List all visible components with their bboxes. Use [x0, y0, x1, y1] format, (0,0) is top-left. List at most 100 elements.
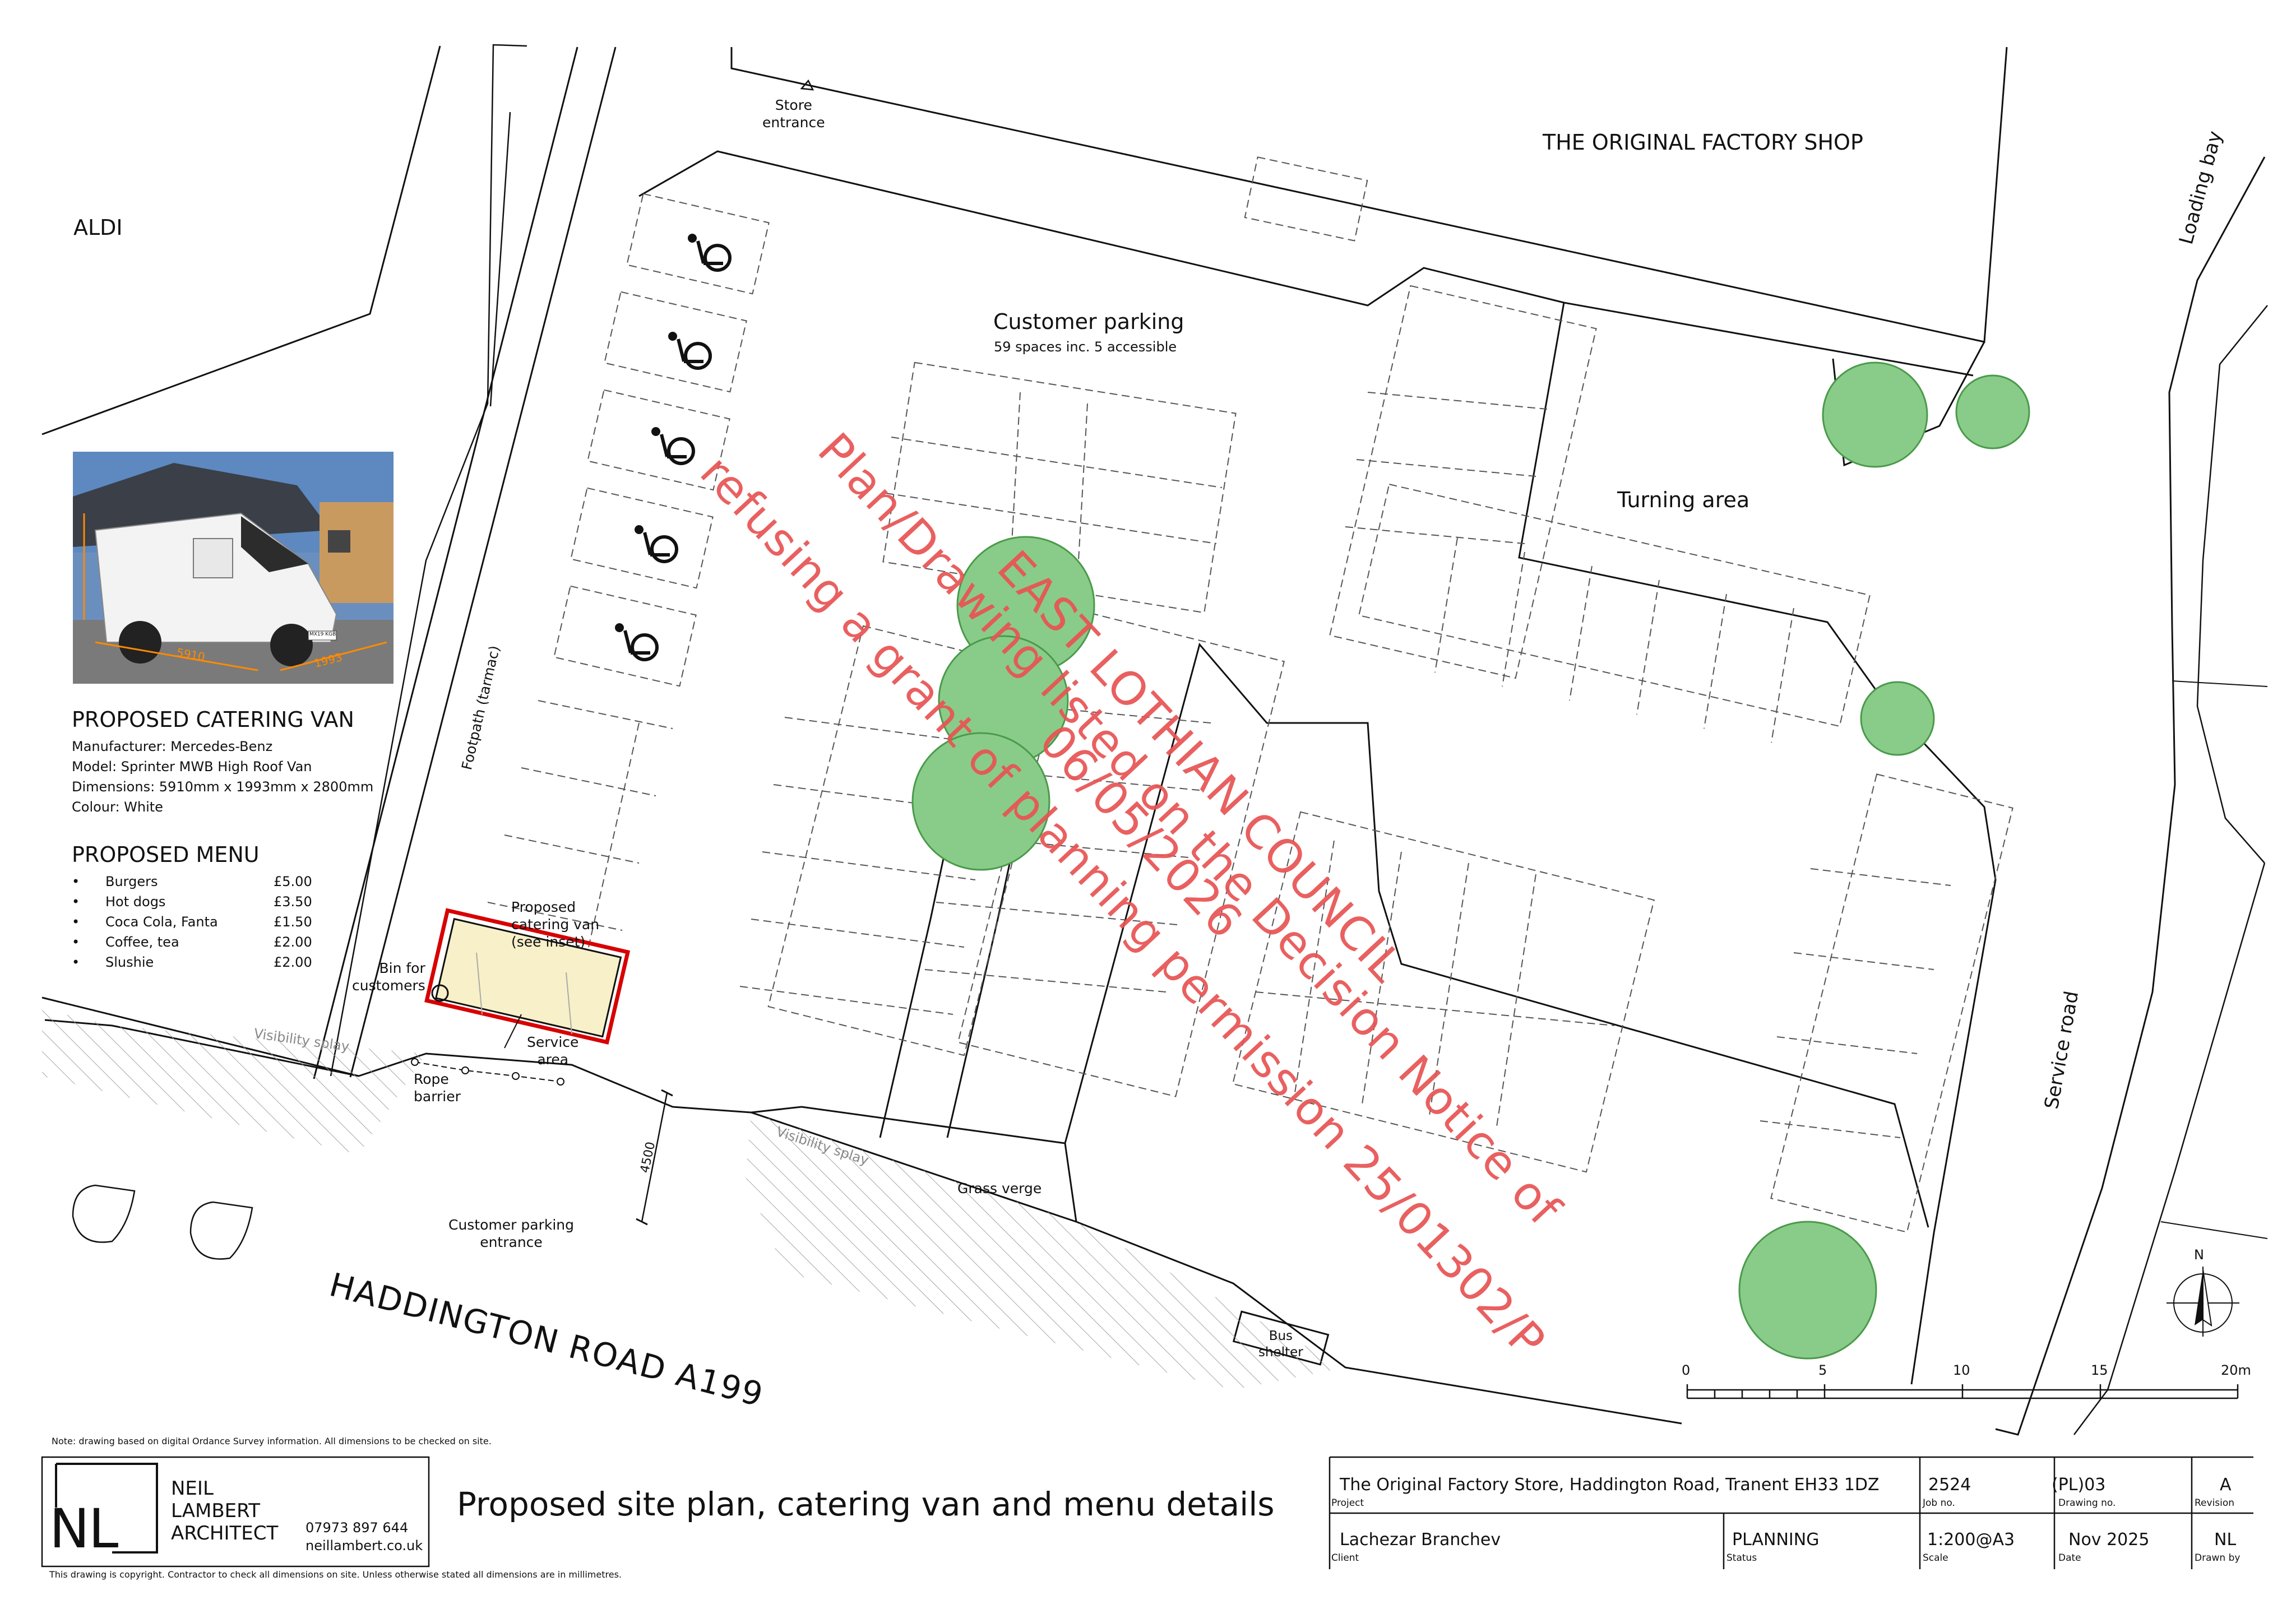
parking-block-d: [1232, 811, 1655, 1173]
menu-item-price: £3.50: [274, 894, 312, 910]
accessible-bay-5: [553, 585, 697, 687]
service-road-east2: [2073, 862, 2266, 1435]
grass-verge-label: Grass verge: [957, 1180, 1042, 1197]
accessible-bay-4: [570, 487, 714, 589]
tb-drawing-no-caption: Drawing no.: [2058, 1497, 2116, 1509]
bus-shelter-label: Bus shelter: [1258, 1328, 1303, 1361]
scale-tick-15: 15: [2091, 1362, 2108, 1378]
catering-van-plan: [424, 908, 631, 1045]
proposed-van-line-2: catering van: [511, 916, 600, 933]
menu-item: •Slushie£2.00: [72, 952, 341, 972]
aldi-building-edge: [489, 112, 511, 407]
bollard-right: [189, 1201, 253, 1260]
store-entrance-label: Store entrance: [762, 96, 825, 131]
tb-revision-value: A: [2220, 1475, 2232, 1495]
tb-date-caption: Date: [2058, 1552, 2081, 1564]
tb-job-no-caption: Job no.: [1923, 1497, 1955, 1509]
menu-item-name: Coffee, tea: [105, 934, 179, 950]
dim-height-label: 2800: [73, 564, 74, 592]
logo-mark: NL: [49, 1497, 118, 1560]
menu-item-name: Hot dogs: [105, 894, 166, 910]
grass-verge: [751, 1106, 1077, 1222]
rope-barrier-line-1: Rope: [414, 1071, 449, 1087]
menu-item: •Hot dogs£3.50: [72, 892, 341, 912]
proposed-van-label: Proposed catering van (see inset): [511, 898, 599, 950]
entrance-line-1: Customer parking: [448, 1217, 574, 1233]
accessible-icon-1: [688, 234, 732, 272]
logo-name-2: LAMBERT: [171, 1500, 261, 1522]
bin-marker: [431, 984, 449, 1002]
bus-shelter-line-1: Bus: [1269, 1329, 1293, 1343]
menu-item-name: Burgers: [105, 874, 158, 889]
logo-phone: 07973 897 644: [305, 1520, 409, 1536]
customer-parking-sub: 59 spaces inc. 5 accessible: [994, 339, 1177, 355]
tb-client-caption: Client: [1331, 1552, 1359, 1564]
tb-job-no-value: 2524: [1928, 1475, 1971, 1495]
tb-date-value: Nov 2025: [2068, 1530, 2150, 1550]
north-arrow: [2167, 1267, 2239, 1337]
tb-drawn-by-value: NL: [2214, 1530, 2237, 1550]
menu-item-name: Slushie: [105, 954, 154, 970]
accessible-bay-2: [604, 291, 747, 393]
van-line-colour: Colour: White: [72, 799, 163, 815]
loading-bay-line: [2172, 680, 2268, 687]
scale-tick-20: 20m: [2221, 1362, 2251, 1378]
island-right: [946, 919, 999, 1138]
customer-parking-label: Customer parking: [993, 309, 1184, 334]
menu-item: •Coca Cola, Fanta£1.50: [72, 912, 341, 932]
path-edge-2: [313, 47, 578, 1079]
van-photo: 2800 5910 1993 MX19 KGB: [73, 452, 394, 684]
right-strip-edge: [1064, 642, 1929, 1228]
store-entrance-line-1: Store: [775, 97, 812, 113]
parking-block-e: [1358, 483, 1871, 727]
scale-tick-5: 5: [1818, 1362, 1827, 1378]
van-line-dimensions: Dimensions: 5910mm x 1993mm x 2800mm: [72, 779, 374, 795]
van-info: PROPOSED CATERING VAN Manufacturer: Merc…: [72, 707, 373, 817]
menu-item-price: £1.50: [274, 914, 312, 930]
scale-tick-10: 10: [1953, 1362, 1970, 1378]
store-entrance-marker: [800, 79, 814, 91]
accessible-icon-2: [668, 332, 712, 370]
accessible-bay-3: [587, 389, 730, 491]
rope-barrier-line: [414, 1061, 561, 1082]
aldi-boundary: [41, 45, 441, 435]
bin-line-2: customers: [352, 977, 425, 994]
bin-line-1: Bin for: [379, 960, 425, 976]
car-park-north-edge: [638, 150, 1974, 377]
menu-item-name: Coca Cola, Fanta: [105, 914, 218, 930]
visibility-splay-right: [746, 1112, 1345, 1390]
factory-shop-outline: [730, 47, 2008, 343]
factory-shop-label: THE ORIGINAL FACTORY SHOP: [1543, 130, 1863, 155]
menu-item-price: £2.00: [274, 934, 312, 950]
menu-heading: PROPOSED MENU: [72, 842, 260, 867]
tb-revision-caption: Revision: [2195, 1497, 2235, 1509]
menu-item-price: £2.00: [274, 954, 312, 970]
accessible-bay-1: [626, 193, 770, 295]
accessible-icon-5: [615, 623, 659, 661]
scale-tick-0: 0: [1682, 1362, 1691, 1378]
island-left: [879, 919, 932, 1138]
parking-block-c: [957, 606, 1285, 1097]
parking-block-a: [882, 361, 1237, 614]
tree-7: [1738, 1221, 1877, 1360]
turning-area-label: Turning area: [1617, 488, 1750, 512]
bollard-left: [72, 1184, 136, 1243]
logo-name-3: ARCHITECT: [171, 1522, 279, 1545]
service-area-label: Service area: [527, 1033, 578, 1068]
menu-item: •Coffee, tea£2.00: [72, 932, 341, 952]
tb-drawn-by-caption: Drawn by: [2195, 1552, 2241, 1564]
parking-block-g: [1770, 773, 2013, 1233]
rope-barrier-line-2: barrier: [414, 1088, 461, 1105]
car-park-east-edge: [1518, 302, 1997, 1385]
menu-item: •Burgers£5.00: [72, 871, 341, 892]
tree-2: [1955, 374, 2030, 449]
note-bottom: This drawing is copyright. Contractor to…: [49, 1569, 622, 1580]
tb-project-caption: Project: [1331, 1497, 1364, 1509]
dim-4500-line: [641, 1092, 668, 1222]
tree-5: [911, 732, 1050, 871]
accessible-symbols: [615, 234, 732, 661]
service-road-west: [1995, 156, 2266, 1436]
service-area-line-2: area: [537, 1051, 569, 1068]
drawing-title: Proposed site plan, catering van and men…: [457, 1485, 1275, 1523]
